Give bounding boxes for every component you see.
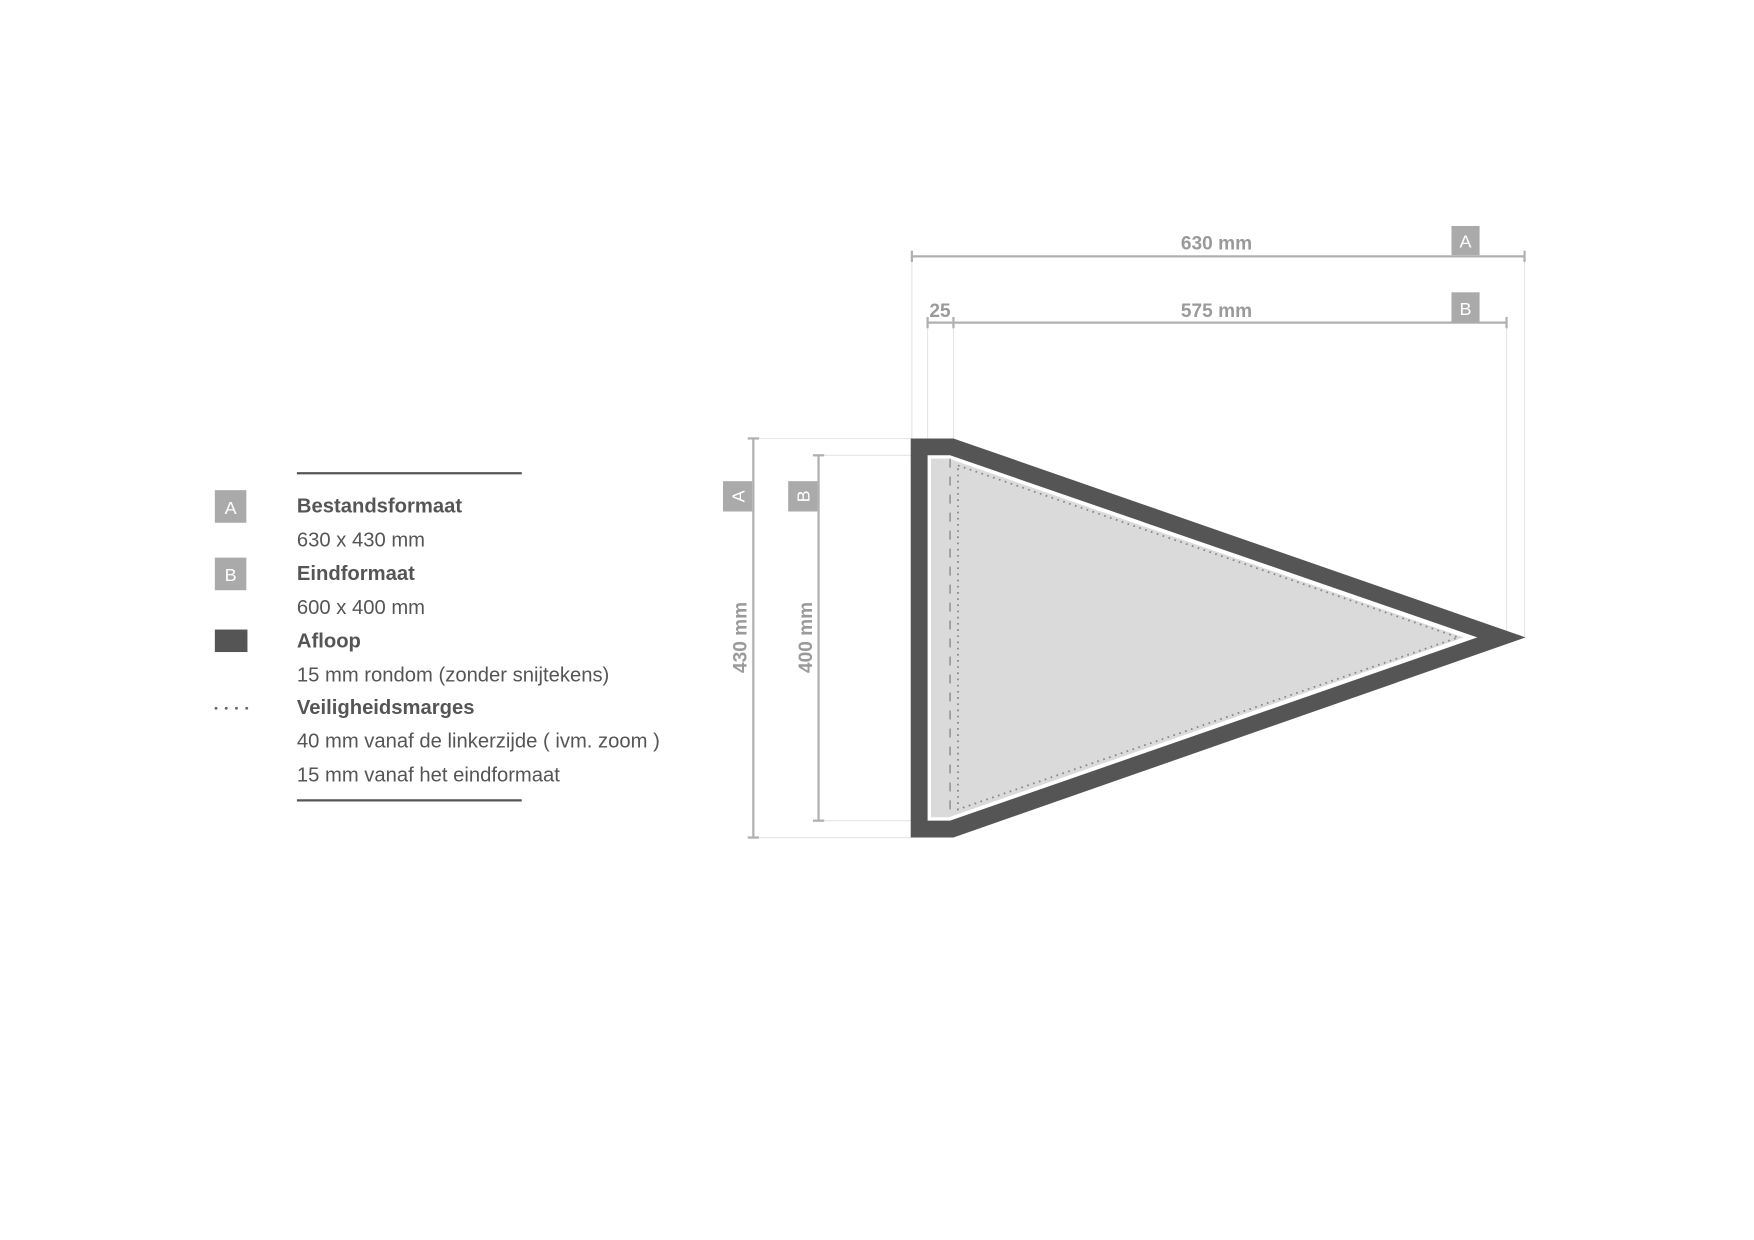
bleed-offset-label: 25 [929, 301, 951, 322]
svg-text:A: A [1460, 231, 1472, 251]
legend-text: 40 mm vanaf de linkerzijde ( ivm. zoom ) [297, 731, 660, 753]
legend-title-file-format: Bestandsformaat [297, 496, 462, 518]
svg-text:B: B [1460, 299, 1472, 319]
legend-text: 15 mm rondom (zonder snijtekens) [297, 664, 609, 686]
final-height-label: 400 mm [796, 602, 817, 673]
legend-title-final-format: Eindformaat [297, 563, 415, 585]
legend-title-bleed: Afloop [297, 631, 361, 653]
svg-text:A: A [728, 490, 748, 502]
svg-text:B: B [225, 565, 237, 585]
legend-marker-b: B [214, 557, 247, 591]
extension-lines [753, 256, 1526, 839]
badge-b-top: B [1451, 292, 1480, 323]
dimension-file-width [910, 250, 1526, 262]
file-width-label: 630 mm [1181, 234, 1252, 255]
legend-title-safety-margins: Veiligheidsmarges [297, 697, 475, 719]
legend-marker-a: A [214, 490, 247, 523]
badge-b-side: B [788, 481, 818, 512]
svg-text:B: B [794, 490, 814, 502]
legend-text: 15 mm vanaf het eindformaat [297, 764, 560, 786]
badge-a-top: A [1451, 225, 1480, 256]
legend-text: 600 x 400 mm [297, 597, 425, 619]
file-height-label: 430 mm [731, 602, 752, 673]
final-width-label: 575 mm [1181, 301, 1252, 322]
badge-a-side: A [722, 481, 753, 512]
legend-bleed-swatch [214, 629, 248, 653]
dimension-final-width [926, 317, 1508, 329]
legend-text: 630 x 430 mm [297, 529, 425, 551]
svg-text:A: A [225, 498, 237, 518]
dimension-file-height [747, 437, 759, 839]
dimension-final-height [812, 454, 825, 822]
print-area [930, 458, 1464, 818]
